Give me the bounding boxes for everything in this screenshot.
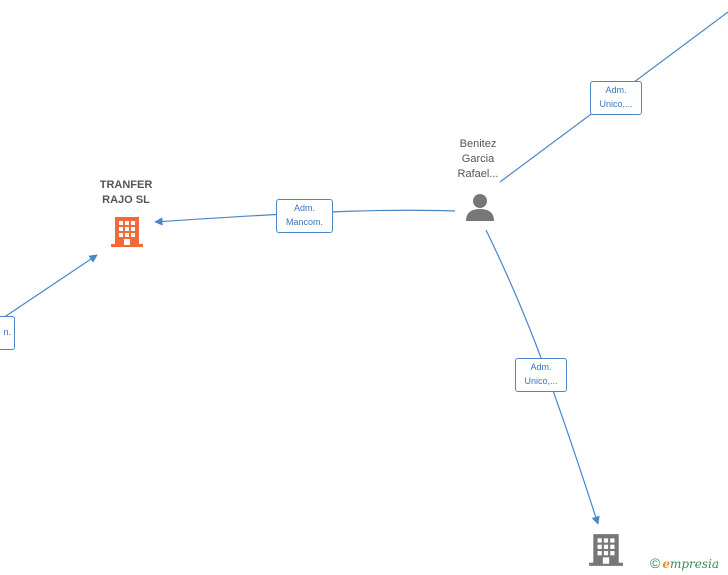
edge-label-left-partial[interactable]: n.: [0, 316, 15, 350]
company-label-tranfer[interactable]: TRANFER RAJO SL: [86, 178, 166, 208]
edge-label-adm-unico-bottom[interactable]: Adm. Unico,...: [515, 358, 567, 392]
edge-label-line1: Adm.: [530, 362, 552, 372]
building-icon[interactable]: [110, 215, 144, 249]
edge-benitez-bottom[interactable]: [485, 229, 600, 525]
edge-left-tranfer[interactable]: [0, 254, 98, 321]
building-icon[interactable]: [588, 532, 624, 568]
edge-label-line1: Adm.: [293, 203, 315, 213]
edge-label-adm-mancom[interactable]: Adm. Mancom.: [276, 199, 333, 233]
company-name-line2: RAJO SL: [102, 194, 150, 206]
brand-rest: mpresia: [669, 557, 720, 571]
edge-label-line1: Adm.: [605, 85, 627, 95]
person-name-line3: Rafael...: [457, 168, 499, 180]
edge-label-line2: Mancom.: [285, 217, 323, 227]
person-label-benitez[interactable]: Benitez Garcia Rafael...: [447, 137, 509, 182]
company-name-line1: TRANFER: [99, 179, 153, 191]
edge-label-line2: Unico,...: [599, 99, 633, 109]
edge-label-text: n.: [3, 327, 11, 337]
edge-label-line2: Unico,...: [524, 376, 558, 386]
person-icon[interactable]: [464, 192, 496, 222]
empresia-logo: ©empresia: [650, 555, 719, 571]
person-name-line2: Garcia: [461, 153, 495, 165]
brand-e: e: [662, 557, 670, 571]
edge-benitez-tranfer[interactable]: [154, 209, 456, 226]
edge-label-adm-unico-top[interactable]: Adm. Unico,...: [590, 81, 642, 115]
person-name-line1: Benitez: [459, 138, 497, 150]
copyright-symbol: ©: [650, 555, 661, 571]
